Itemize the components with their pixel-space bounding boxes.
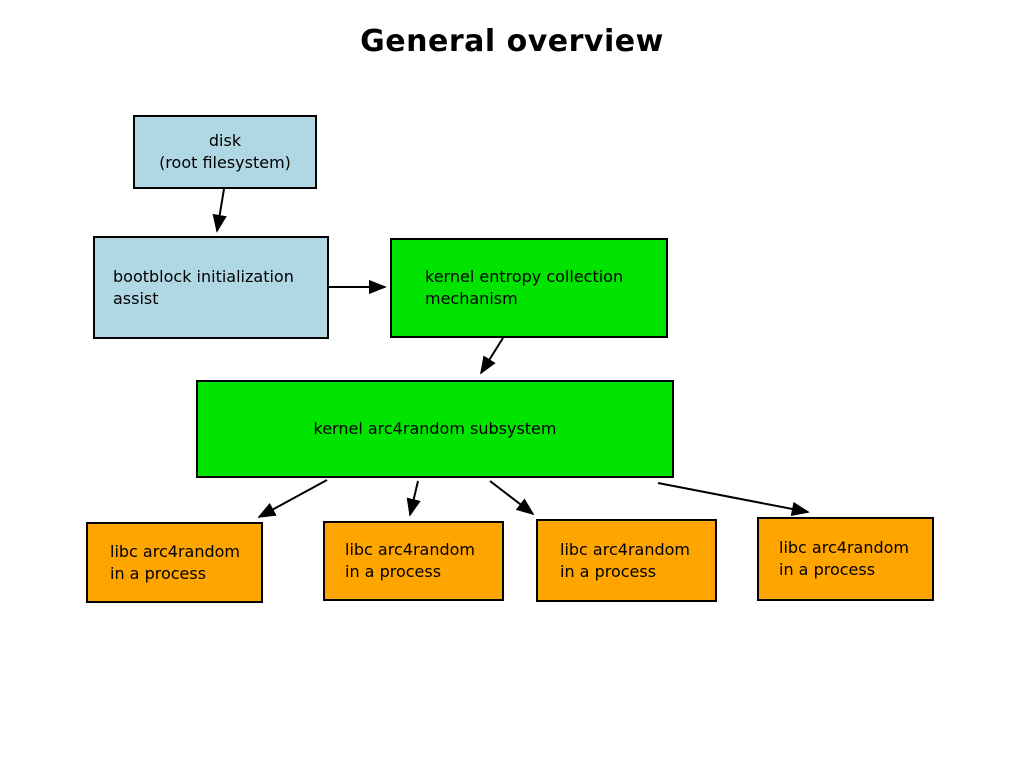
node-libc3-label-line1: libc arc4random (560, 539, 690, 559)
node-libc3-label-line2: in a process (560, 561, 657, 581)
node-libc-arc4random-2: libc arc4random in a process (323, 521, 504, 601)
node-bootblock-label-line1: bootblock initialization (113, 266, 294, 286)
node-libc1-label-line1: libc arc4random (110, 541, 240, 561)
arrow-arc4random-to-libc2 (406, 480, 421, 517)
node-libc2-label-line1: libc arc4random (345, 540, 475, 559)
node-arc4-label: kernel arc4random subsystem (313, 419, 557, 438)
arrow-entropy-to-arc4random (480, 337, 504, 375)
node-libc4-label-line2: in a process (779, 560, 876, 579)
node-libc4-label-line1: libc arc4random (779, 538, 909, 557)
arrow-arc4random-to-libc3 (489, 480, 535, 516)
node-libc2-label-line2: in a process (345, 562, 442, 581)
slide-title: General overview (360, 24, 664, 59)
node-kernel-arc4random-subsystem: kernel arc4random subsystem (196, 380, 674, 478)
node-libc-arc4random-1: libc arc4random in a process (86, 522, 263, 603)
node-libc-arc4random-3: libc arc4random in a process (536, 519, 717, 602)
node-entropy-label-line1: kernel entropy collection (425, 267, 624, 286)
arrow-arc4random-to-libc4 (657, 482, 810, 516)
node-entropy-label-line2: mechanism (425, 289, 518, 308)
arrow-arc4random-to-libc1 (257, 479, 328, 518)
node-disk-label-line1: disk (208, 131, 242, 150)
node-disk: disk (root filesystem) (133, 115, 317, 189)
node-disk-label-line2: (root filesystem) (159, 153, 291, 172)
node-kernel-entropy-collection: kernel entropy collection mechanism (390, 238, 668, 338)
node-bootblock-initialization-assist: bootblock initialization assist (93, 236, 329, 339)
arrow-disk-to-bootblock (212, 188, 227, 233)
node-libc1-label-line2: in a process (110, 563, 207, 583)
node-bootblock-label-line2: assist (113, 288, 159, 308)
node-libc-arc4random-4: libc arc4random in a process (757, 517, 934, 601)
